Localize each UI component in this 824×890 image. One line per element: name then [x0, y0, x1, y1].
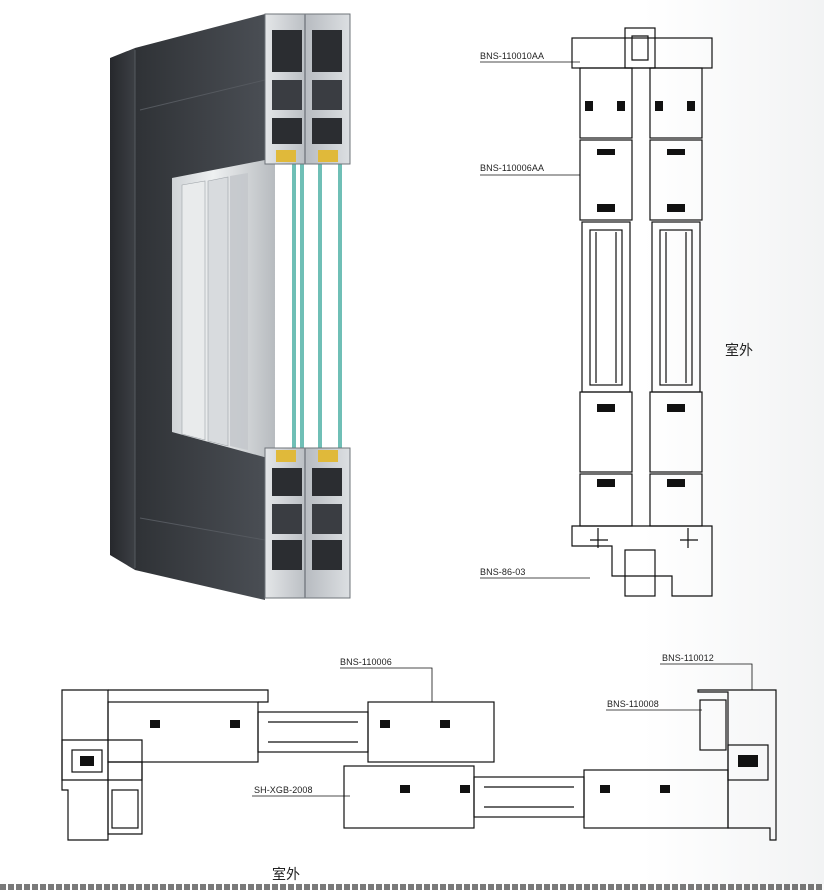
h-lower-left-post — [107, 761, 143, 835]
h-upper-sash — [107, 701, 495, 763]
glass-pane-4 — [338, 160, 342, 465]
bottom-profile-3d — [264, 447, 351, 599]
leader-horizontal-mid — [340, 667, 433, 702]
label-horizontal-mid: BNS-110006 — [340, 657, 392, 667]
screen-mesh — [230, 173, 248, 450]
glass-pane-2 — [300, 160, 304, 465]
glass-pane-3 — [318, 160, 322, 465]
label-vertical-top: BNS-110010AA — [480, 51, 545, 61]
label-horizontal-right-top: BNS-110012 — [662, 653, 714, 663]
label-outdoor-right: 室外 — [725, 343, 753, 359]
h-lower-sash — [343, 765, 729, 829]
label-vertical-mid: BNS-110006AA — [480, 163, 545, 173]
top-profile-3d — [264, 13, 351, 165]
label-vertical-bottom: BNS-86-03 — [480, 567, 526, 577]
label-horizontal-left: SH-XGB-2008 — [254, 785, 313, 795]
h-right-frame — [697, 689, 777, 841]
label-outdoor-bottom: 室外 — [272, 867, 300, 883]
v-right-sash — [649, 67, 703, 527]
bottom-border — [0, 884, 824, 890]
label-horizontal-right-mid: BNS-110008 — [607, 699, 659, 709]
v-bottom-frame — [571, 525, 713, 597]
frame-jamb — [110, 48, 135, 570]
leader-horizontal-right-top — [660, 663, 753, 690]
glass-pane-1 — [292, 160, 296, 465]
